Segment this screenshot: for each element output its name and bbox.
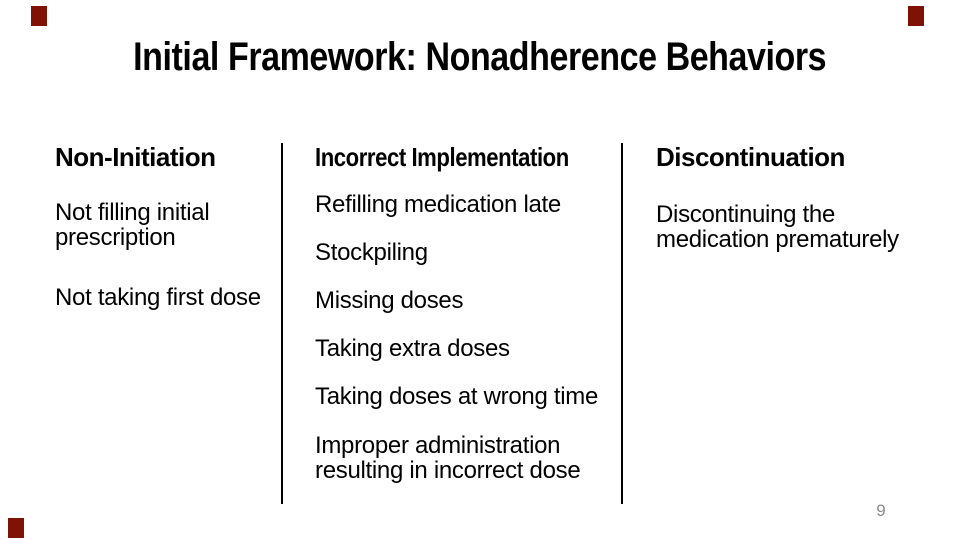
list-item: Missing doses (315, 287, 464, 314)
slide-title-area: Initial Framework: Nonadherence Behavior… (0, 32, 960, 82)
column-header-incorrect-implementation: Incorrect Implementation (315, 142, 569, 172)
slide-title: Initial Framework: Nonadherence Behavior… (133, 35, 827, 79)
list-item: Not filling initial prescription (55, 199, 210, 251)
list-item: Not taking first dose (55, 284, 261, 311)
corner-accent-top-right (908, 6, 924, 26)
list-item: Improper administration resulting in inc… (315, 432, 581, 484)
column-divider-right (621, 143, 623, 504)
list-item: Discontinuing the medication prematurely (656, 201, 899, 253)
page-number: 9 (876, 501, 886, 520)
column-header-discontinuation: Discontinuation (656, 142, 845, 172)
column-divider-left (281, 143, 283, 504)
list-item: Stockpiling (315, 239, 428, 266)
list-item: Refilling medication late (315, 191, 561, 218)
column-header-non-initiation: Non-Initiation (55, 142, 216, 172)
corner-accent-bottom-left (8, 518, 24, 538)
list-item: Taking extra doses (315, 335, 510, 362)
list-item: Taking doses at wrong time (315, 383, 599, 410)
corner-accent-top-left (31, 6, 47, 26)
